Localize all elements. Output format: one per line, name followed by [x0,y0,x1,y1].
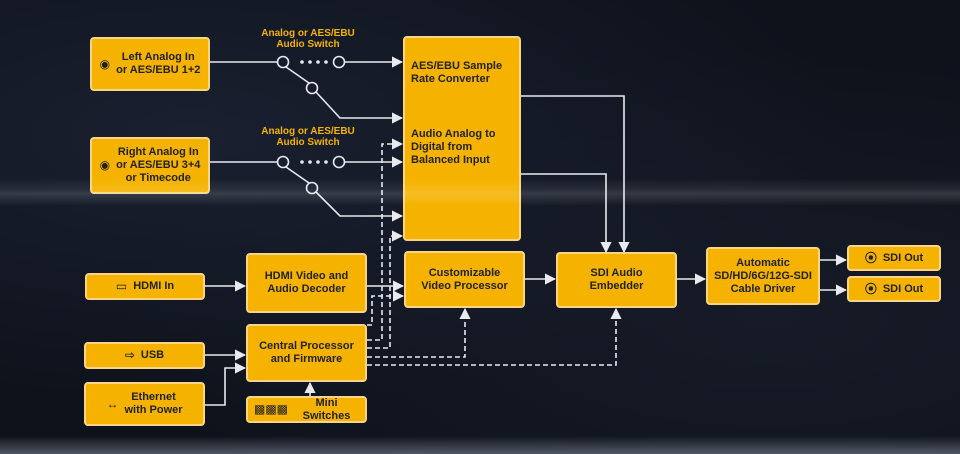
block-label: USB [140,349,165,361]
switch-bottom-contact-a [276,155,290,169]
block-label: SDI Out [882,282,924,295]
wire-switch-bottom-to-analog [315,191,404,222]
control-cpu-to-processor [367,307,471,358]
block-hdmi-in: ▭ HDMI In [85,273,205,300]
block-central-processor: Central Processor and Firmware [246,324,367,382]
switch-top-contact-a [276,55,290,69]
switch-label-line2: Audio Switch [276,137,340,148]
block-label: with Power [124,404,183,416]
block-aes-sample-rate-converter: AES/EBU Sample Rate Converter Audio Anal… [403,36,521,241]
block-label: Right Analog In [117,146,199,158]
block-label: SDI Audio [590,267,643,279]
block-mini-switches: ▩▩▩ Mini Switches [246,396,367,423]
control-cpu-to-video-path [367,290,405,326]
block-label: Mini Switches [302,396,351,422]
block-label: Audio Analog to [411,128,496,140]
hdmi-port-icon: ▭ [115,279,128,293]
block-label: Balanced Input [411,154,490,166]
block-video-processor: Customizable Video Processor [404,251,525,308]
switch-label-line1: Analog or AES/EBU [261,28,355,39]
switch-top-pivot [305,81,319,95]
block-label: Central Processor [259,340,354,352]
block-label: Ethernet [131,391,176,403]
block-sdi-out-2: ⦿ SDI Out [847,276,941,302]
block-label: Digital from [411,141,473,153]
audio-switch-label-bottom: Analog or AES/EBU Audio Switch [248,126,368,148]
block-right-analog-in: ◉ Right Analog In or AES/EBU 3+4 or Time… [90,137,210,194]
switch-bottom-lever [285,166,310,184]
audio-switch-label-top: Analog or AES/EBU Audio Switch [248,28,368,50]
block-label: AES/EBU Sample [411,60,503,72]
switch-label-line2: Audio Switch [276,39,340,50]
wire-aes-to-embedder [520,95,630,254]
block-label: Video Processor [421,279,508,292]
block-label: or AES/EBU 3+4 [116,159,201,171]
wire-ethernet-to-cpu [205,362,247,406]
block-label: Rate Converter [411,73,490,85]
bnc-connector-icon: ⦿ [864,281,877,296]
block-sdi-audio-embedder: SDI Audio Embedder [556,252,677,308]
dip-switch-icon: ▩▩▩ [254,402,289,416]
block-label: or AES/EBU 1+2 [116,64,201,76]
wire-analog-to-embedder [520,173,612,254]
block-label: Customizable [428,266,501,279]
block-label: or Timecode [125,172,191,184]
block-hdmi-decoder: HDMI Video and Audio Decoder [246,253,367,313]
xlr-connector-icon: ◉ [99,56,111,71]
ethernet-icon: ↔ [106,396,119,411]
bnc-connector-icon: ⦿ [864,250,877,265]
block-label: SD/HD/6G/12G-SDI [714,269,812,282]
block-label: HDMI In [133,280,175,292]
block-sdi-cable-driver: Automatic SD/HD/6G/12G-SDI Cable Driver [706,247,820,305]
block-label: SDI Out [882,251,924,264]
block-label: HDMI Video and [264,270,349,282]
block-label: and Firmware [270,353,343,365]
block-usb: ⇨ USB [84,342,205,369]
block-left-analog-in: ◉ Left Analog In or AES/EBU 1+2 [90,37,210,91]
block-label: Embedder [589,280,644,292]
switch-top-lever [285,66,310,84]
block-sdi-out-1: ⦿ SDI Out [847,245,941,271]
switch-label-line1: Analog or AES/EBU [261,126,355,137]
block-label: Left Analog In [121,51,195,63]
block-ethernet: ↔ Ethernet with Power [84,382,205,426]
block-label: Cable Driver [730,282,796,295]
control-cpu-to-analog [367,230,404,349]
control-cpu-to-embedder [367,307,622,366]
wire-switch-top-to-analog [315,91,404,124]
usb-icon: ⇨ [124,348,135,362]
control-cpu-to-aes [367,138,404,341]
block-label: Audio Decoder [267,283,346,295]
xlr-connector-icon: ◉ [99,158,111,172]
switch-top-contact-b [332,55,346,69]
switch-dots [300,60,328,164]
block-label: Automatic [736,256,790,269]
switch-bottom-contact-b [332,155,346,169]
switch-bottom-pivot [305,181,319,195]
